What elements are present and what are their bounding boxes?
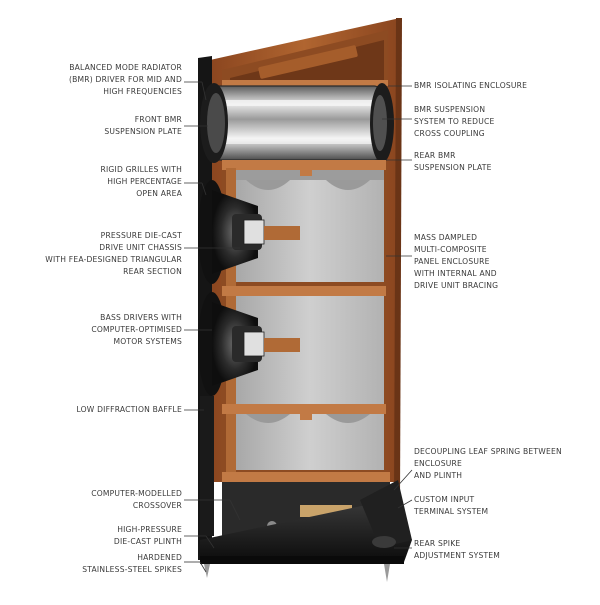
- label-low-diffraction-baffle: LOW DIFFRACTION BAFFLE: [76, 405, 182, 414]
- label-rear-bmr-plate: REAR BMR SUSPENSION PLATE: [414, 151, 492, 172]
- label-rear-spike: REAR SPIKE ADJUSTMENT SYSTEM: [414, 539, 501, 560]
- label-bmr-suspension: BMR SUSPENSION SYSTEM TO REDUCE CROSS CO…: [414, 105, 495, 138]
- die-cast-plinth: [200, 480, 412, 564]
- label-bmr-enclosure: BMR ISOLATING ENCLOSURE: [414, 81, 528, 90]
- label-crossover: COMPUTER-MODELLED CROSSOVER: [91, 489, 182, 510]
- bmr-isolating-enclosure: [200, 83, 394, 163]
- bass-driver-upper: [198, 180, 300, 284]
- label-plinth: HIGH-PRESSURE DIE-CAST PLINTH: [113, 525, 182, 546]
- label-mass-damped-enclosure: MASS DAMPLED MULTI-COMPOSITE PANEL ENCLO…: [414, 233, 499, 290]
- label-leaf-spring: DECOUPLING LEAF SPRING BETWEEN ENCLOSURE…: [414, 447, 562, 480]
- low-diffraction-baffle: [200, 396, 214, 536]
- label-rigid-grilles: RIGID GRILLES WITH HIGH PERCENTAGE OPEN …: [100, 165, 182, 198]
- label-bass-drivers: BASS DRIVERS WITH COMPUTER-OPTIMISED MOT…: [91, 313, 182, 346]
- label-spikes: HARDENED STAINLESS-STEEL SPIKES: [82, 553, 182, 574]
- label-pressure-chassis: PRESSURE DIE-CAST DRIVE UNIT CHASSIS WIT…: [45, 231, 182, 276]
- leader-lines: [184, 81, 413, 573]
- bass-driver-lower: [198, 292, 300, 396]
- label-bmr-driver: BALANCED MODE RADIATOR (BMR) DRIVER FOR …: [68, 63, 182, 96]
- steel-spikes: [204, 564, 390, 582]
- label-input-terminal: CUSTOM INPUT TERMINAL SYSTEM: [414, 495, 489, 516]
- top-chamber: [222, 40, 388, 86]
- label-front-bmr-plate: FRONT BMR SUSPENSION PLATE: [104, 115, 182, 136]
